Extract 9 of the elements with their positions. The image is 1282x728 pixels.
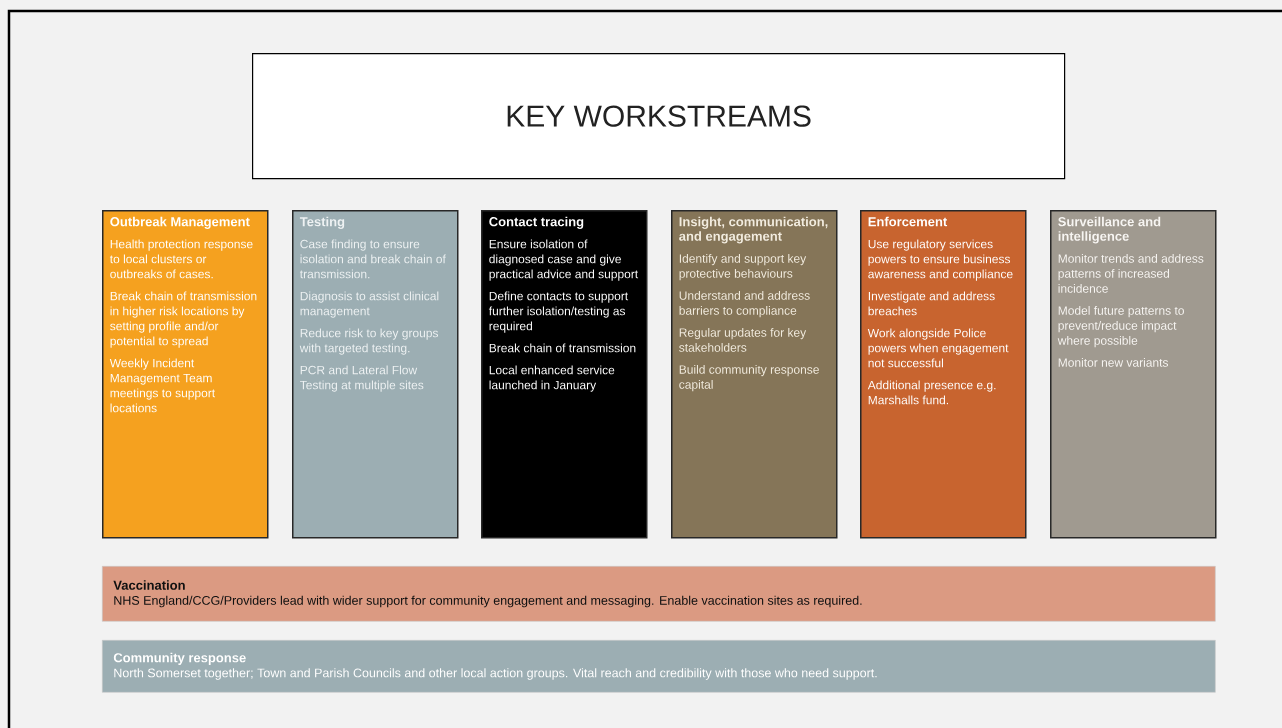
workstream-box: Contact tracing Ensure isolation of diagnosed case and give practical advice and support Define contacts to support further isolation/testing as required Break chain of transmission Local enhanced service launched in January [481,210,648,539]
workstream-band: Vaccination NHS England/CCG/Providers lead with wider support for community engagement and messaging. Enable vaccination sites as required. [102,566,1216,622]
title-box: KEY WORKSTREAMS [252,53,1066,180]
workstream-box: Outbreak Management Health protection response to local clusters or outbreaks of cases. Break chain of transmission in higher risk locations by setting profile and/or potential to spread Weekly Incident Management Team meetings to support locations [102,210,269,539]
workstream-box: Insight, communication, and engagement Identify and support key protective behaviours Understand and address barriers to compliance Regular updates for key stakeholders Build community response capital [671,210,838,539]
workstream-box: Enforcement Use regulatory services powers to ensure business awareness and compliance Investigate and address breaches Work alongside Police powers when engagement not successful Additional presence e.g. Marshalls fund. [860,210,1027,539]
workstream-box: Testing Case finding to ensure isolation and break chain of transmission. Diagnosis to assist clinical management Reduce risk to key groups with targeted testing. PCR and Lateral Flow Testing at multiple sites [292,210,459,539]
workstream-box: Surveillance and intelligence Monitor trends and address patterns of increased incidence Model future patterns to prevent/reduce impact where possible Monitor new variants [1050,210,1217,539]
workstream-band: Community response North Somerset together; Town and Parish Councils and other local action groups. Vital reach and credibility with those who need support. [102,640,1216,693]
